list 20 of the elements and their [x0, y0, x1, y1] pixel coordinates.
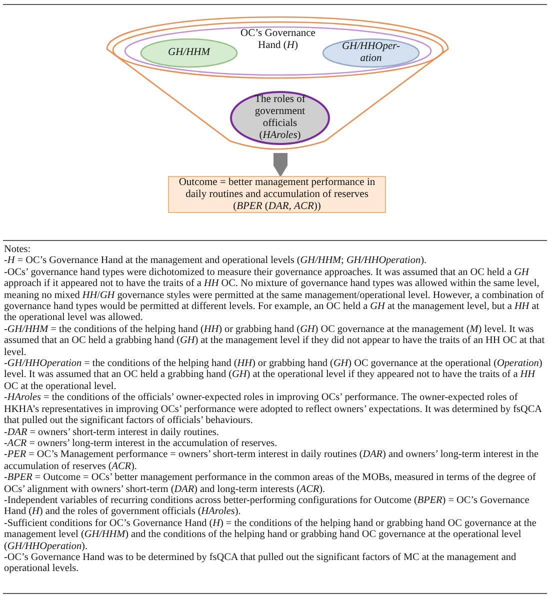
note-text: -HAroles = the conditions of the officials’ owner-expected roles in improving OCs’ performance. The owner-expected roles of HKHA’s representatives in improving OCs’ performance were adopted to reflect owners’ expectations. It was determined by fsQCA that pulled out the significant factors of officials’ behaviours. — [4, 392, 543, 426]
note-text: -ACR = owners’ long-term interest in the accumulation of reserves. — [4, 438, 278, 450]
note-text: -BPER = Outcome = OCs’ better management performance in the common areas of the MOBs, measured in terms of the degree of OCs’ alignment with owners’ short-term (DAR) and long-term interests (ACR). — [4, 472, 537, 495]
outcome-box: Outcome = better management performance in daily routines and accumulation of reserves (BPER (DAR, ACR)) — [168, 176, 386, 213]
note-text: -DAR = owners’ short-term interest in daily routines. — [4, 426, 220, 438]
officials-roles-ellipse: The roles of government officials (HAroles) — [230, 91, 330, 145]
note-text: -GH/HHM = the conditions of the helping hand (HH) or grabbing hand (GH) OC governance at the management (M) level. It was assumed that an OC held a grabbing hand (GH) at the management level if they did not appear to have the traits of an HH OC at that level. — [4, 324, 546, 358]
hhm-ellipse: GH/HHM — [140, 38, 238, 68]
funnel-shape — [105, 15, 450, 152]
note-text: -Independent variables of recurring conditions across better-performing configurations for Outcome (BPER) = OC’s Governance Hand (H) and the roles of government officials (HAroles). — [4, 494, 530, 518]
governance-hand-ellipse: OC’s Governance Hand (H) GH/HHM GH/HHOper-ation — [112, 21, 444, 79]
note-text: -PER = OC’s Management performance = owners’ short-term interest in daily routines (DAR) and owners’ long-term interest in the accumulation of reserves (ACR). — [4, 449, 540, 472]
note-text: -Sufficient conditions for OC’s Governance Hand (H) = the conditions of the helping hand or grabbing hand OC governance at the management level (GH/HHM) and the conditions of the helping hand or grabbing hand OC governance at the operational level (GH/HHOperation). — [4, 518, 538, 552]
note-text: -H = OC’s Governance Hand at the management and operational levels (GH/HHM; GH/HHOperation). — [4, 255, 428, 267]
notes-heading: Notes: — [4, 244, 32, 256]
hhoperation-ellipse: GH/HHOper-ation — [322, 38, 420, 68]
note-text: -OC’s Governance Hand was to be determined by fsQCA that pulled out the significant factors of MC at the management and operational levels. — [4, 552, 518, 575]
note-text: -GH/HHOperation = the conditions of the helping hand (HH) or grabbing hand (GH) OC governance at the operational (Operation) level. It was assumed that an OC held a grabbing hand (GH) at the operational level if they appeared not to have the traits of a HH OC at the operational level. — [4, 358, 544, 392]
note-text: -OCs’ governance hand types were dichotomized to measure their governance approaches. It was assumed that an OC held a GH approach if it appeared not to have the traits of a HH OC. No mixture of governance hand types was allowed within the same level, meaning no mixed HH/GH governance styles were permitted at the same management/operational level. However, a combination of governance hand types would be permitted at different levels. For example, an OC held a GH at the management level, but a HH at the operational level was allowed. — [4, 266, 545, 324]
block-arrow — [274, 153, 288, 178]
